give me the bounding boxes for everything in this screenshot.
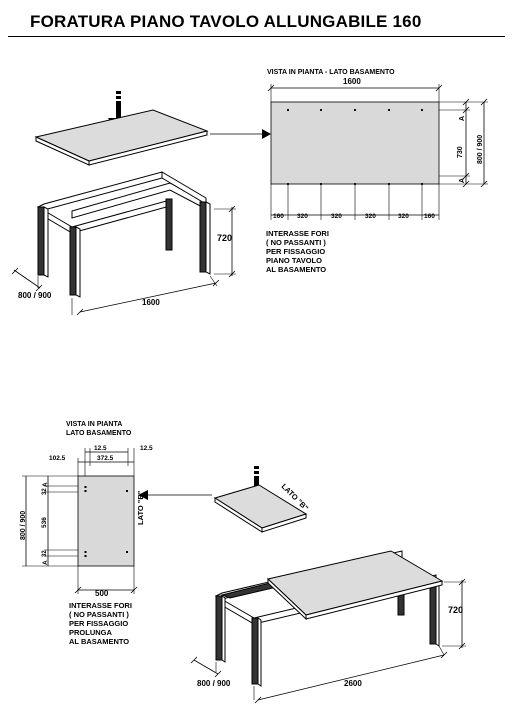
extension-top-dimensions <box>77 448 135 476</box>
pointer-arrow-top <box>210 129 271 139</box>
extended-height-dimension <box>442 578 466 650</box>
spacing-3: 320 <box>365 213 376 220</box>
ext-dim-32-top: 32 <box>42 488 48 495</box>
extended-depth-label: 800 / 900 <box>197 679 231 688</box>
pointer-arrow-bottom <box>138 490 212 500</box>
plan-width-dimension <box>267 84 443 102</box>
dim-a-bottom: A <box>459 178 466 183</box>
ext-dim-32-bottom: 32 <box>42 550 48 557</box>
ext-note-line-1: INTERASSE FORI <box>69 601 132 610</box>
plan-width-label: 1600 <box>343 77 361 86</box>
extended-depth-dimension <box>190 656 222 678</box>
spacing-4: 320 <box>398 213 409 220</box>
ext-note-line-5: AL BASAMENTO <box>69 637 129 646</box>
extension-plan-rectangle <box>77 475 135 567</box>
table-top-slab <box>34 109 209 166</box>
ext-note-line-2: ( NO PASSANTI ) <box>69 610 129 619</box>
note-line-2: ( NO PASSANTI ) <box>266 238 326 247</box>
dim-102-5: 102.5 <box>49 455 66 462</box>
extension-piece <box>213 484 308 533</box>
note-line-3: PER FISSAGGIO <box>266 247 325 256</box>
extension-left-dimensions <box>22 475 78 567</box>
ext-note-line-3: PER FISSAGGIO <box>69 619 128 628</box>
extended-length-label: 2600 <box>344 679 362 688</box>
dim-a-top: A <box>459 116 466 121</box>
table-height-dimension <box>214 205 236 278</box>
table-frame <box>36 171 211 298</box>
page-title: FORATURA PIANO TAVOLO ALLUNGABILE 160 <box>30 12 422 31</box>
note-line-5: AL BASAMENTO <box>266 265 326 274</box>
table-height-label: 720 <box>217 233 232 243</box>
ext-note-line-4: PROLUNGA <box>69 628 113 637</box>
ext-dim-536: 536 <box>41 517 48 528</box>
ext-dim-a-bottom: A <box>42 560 49 565</box>
spacing-2: 320 <box>331 213 342 220</box>
ext-dim-outer-depth: 800 / 900 <box>20 511 27 540</box>
plan-title-bottom: VISTA IN PIANTA LATO BASAMENTO <box>66 421 132 437</box>
dim-372-5: 372.5 <box>97 455 114 462</box>
extended-table <box>214 550 444 687</box>
spacing-0: 160 <box>273 213 284 220</box>
note-line-1: INTERASSE FORI <box>266 229 329 238</box>
table-length-dimension <box>76 275 220 316</box>
ext-dim-a-top: A <box>42 482 49 487</box>
fixing-note-bottom: INTERASSE FORI ( NO PASSANTI ) PER FISSA… <box>69 601 132 646</box>
side-b-label-plan: LATO "B" <box>136 490 145 525</box>
fixing-note-top: INTERASSE FORI ( NO PASSANTI ) PER FISSA… <box>266 229 329 274</box>
plan-title-bottom-line-2: LATO BASAMENTO <box>66 430 132 437</box>
title-underline <box>8 36 505 37</box>
plan-title-top: VISTA IN PIANTA - LATO BASAMENTO <box>267 69 395 76</box>
dim-12-5-left: 12.5 <box>94 445 107 452</box>
dim-730: 730 <box>457 146 464 158</box>
dim-outer-depth: 800 / 900 <box>477 135 484 164</box>
plan-holes <box>286 108 424 186</box>
extended-length-dimension <box>253 645 448 704</box>
plan-top-rectangle <box>270 101 440 185</box>
extension-holes <box>84 486 128 557</box>
extension-width-dimension <box>74 566 138 594</box>
table-depth-dimension <box>11 267 73 315</box>
extension-width-label: 500 <box>95 589 109 598</box>
extended-height-label: 720 <box>448 605 463 615</box>
note-line-4: PIANO TAVOLO <box>266 256 322 265</box>
table-length-label: 1600 <box>142 298 160 307</box>
plan-title-bottom-line-1: VISTA IN PIANTA <box>66 421 122 428</box>
spacing-5: 160 <box>424 213 435 220</box>
table-depth-label: 800 / 900 <box>18 291 52 300</box>
dim-12-5-right: 12.5 <box>140 445 153 452</box>
plan-right-dimensions <box>439 98 488 188</box>
spacing-1: 320 <box>297 213 308 220</box>
hole-spacing-dimension <box>270 184 440 220</box>
